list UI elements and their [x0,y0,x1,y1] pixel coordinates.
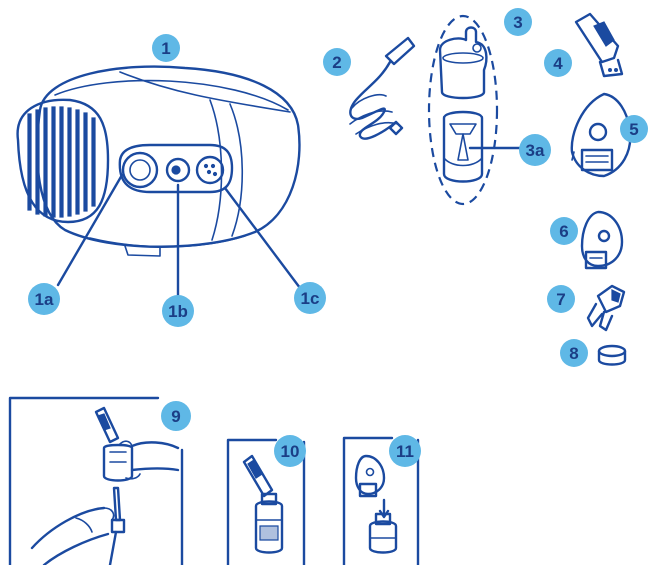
svg-text:5: 5 [629,120,638,139]
badge-2: 2 [323,48,351,76]
badge-8: 8 [560,339,588,367]
badge-3: 3 [504,8,532,36]
badge-5: 5 [620,115,648,143]
badge-4: 4 [544,49,572,77]
badge-11: 11 [389,435,421,467]
svg-text:4: 4 [553,54,563,73]
svg-text:2: 2 [332,53,341,72]
badge-1a: 1a [28,283,60,315]
svg-text:3a: 3a [526,141,545,160]
svg-text:3: 3 [513,13,522,32]
badge-1: 1 [152,34,180,62]
adult-mask-icon [570,92,632,178]
nasal-piece-icon [586,284,626,332]
compressor-unit-icon [16,65,302,300]
svg-text:1c: 1c [301,289,320,308]
svg-text:9: 9 [171,407,180,426]
svg-text:11: 11 [396,442,414,461]
assembly-step-10-panel [226,438,306,565]
mouthpiece-icon [574,12,624,78]
child-mask-icon [580,210,624,270]
grille-pattern [27,106,96,218]
svg-text:7: 7 [556,290,565,309]
svg-text:6: 6 [559,222,568,241]
tubing-icon [349,36,416,140]
nebulizer-kit-icon [427,14,522,206]
badge-9: 9 [161,401,191,431]
svg-text:8: 8 [569,344,578,363]
badge-3a: 3a [519,134,551,166]
badge-1c: 1c [294,282,326,314]
filter-icon [597,344,627,366]
badge-10: 10 [274,435,306,467]
svg-text:1b: 1b [168,302,188,321]
svg-text:10: 10 [281,442,300,461]
badge-6: 6 [550,217,578,245]
svg-text:1: 1 [161,39,170,58]
badge-7: 7 [547,285,575,313]
assembly-step-11-panel [342,436,420,565]
assembly-step-9-panel [8,396,184,565]
svg-text:1a: 1a [35,290,54,309]
badge-1b: 1b [162,295,194,327]
